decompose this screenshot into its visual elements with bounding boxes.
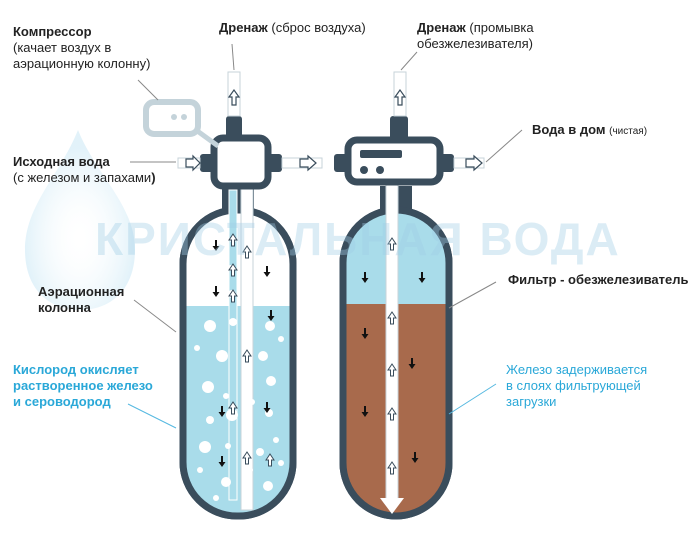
aeration-line-2: колонна bbox=[38, 300, 91, 315]
leader-lines bbox=[130, 43, 523, 333]
aeration-line-1: Аэрационная bbox=[38, 284, 125, 299]
water-home-note: (чистая) bbox=[609, 126, 648, 137]
label-aeration-column: Аэрационная колонна bbox=[38, 284, 124, 316]
drain-air-title: Дренаж bbox=[219, 20, 268, 35]
label-source-water: Исходная вода (с железом и запахами) bbox=[13, 154, 156, 186]
drain-flush-title: Дренаж bbox=[417, 20, 466, 35]
watermark-text: КРИСТАЛЬНАЯ ВОДА bbox=[95, 213, 621, 265]
oxygen-line-2: растворенное железо bbox=[13, 378, 153, 393]
oxygen-line-1: Кислород окисляет bbox=[13, 362, 139, 377]
source-water-note-paren: ) bbox=[151, 170, 156, 185]
compressor-desc-1: (качает воздух в bbox=[13, 40, 112, 55]
compressor-title: Компрессор bbox=[13, 24, 92, 39]
drain-flush-note-2: обезжелезивателя) bbox=[417, 36, 533, 51]
watermark-drop-icon bbox=[25, 130, 135, 310]
source-water-title: Исходная вода bbox=[13, 154, 110, 169]
label-oxygen: Кислород окисляет растворенное железо и … bbox=[13, 362, 153, 410]
compressor-desc-2: аэрационную колонну) bbox=[13, 56, 151, 71]
drain-flush-note-1: (промывка bbox=[469, 20, 534, 35]
drain-air-note: (сброс воздуха) bbox=[271, 20, 366, 35]
label-water-home: Вода в дом (чистая) bbox=[532, 122, 647, 140]
water-down-arrows bbox=[212, 240, 275, 467]
label-filter: Фильтр - обезжелезиватель bbox=[508, 272, 689, 288]
label-compressor: Компрессор (качает воздух в аэрационную … bbox=[13, 24, 150, 72]
label-iron-retained: Железо задерживается в слоях фильтрующей… bbox=[506, 362, 647, 410]
source-water-note: (с железом и запахами bbox=[13, 170, 152, 185]
leader-lines-blue bbox=[127, 383, 497, 429]
aeration-column bbox=[177, 71, 297, 520]
filter-title: Фильтр - обезжелезиватель bbox=[508, 272, 689, 287]
iron-line-1: Железо задерживается bbox=[506, 362, 648, 377]
oxygen-line-3: и сероводород bbox=[13, 394, 111, 409]
compressor-icon bbox=[143, 99, 220, 149]
iron-line-2: в слоях фильтрующей bbox=[506, 378, 641, 393]
iron-line-3: загрузки bbox=[506, 394, 557, 409]
water-home-title: Вода в дом bbox=[532, 122, 606, 137]
iron-removal-filter bbox=[334, 71, 485, 520]
label-drain-air: Дренаж (сброс воздуха) bbox=[219, 20, 366, 36]
label-drain-flush: Дренаж (промывка обезжелезивателя) bbox=[417, 20, 534, 52]
